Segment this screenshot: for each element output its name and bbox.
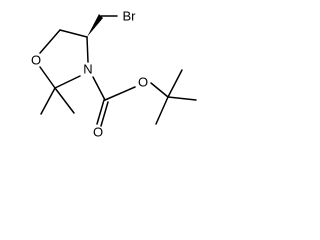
stereo-wedge-bond xyxy=(87,14,103,37)
atom-label-ring-nitrogen: N xyxy=(83,62,92,77)
bond-c5-o1 xyxy=(39,29,61,54)
bond-c2-methyl-b xyxy=(54,87,75,114)
atom-label-bromine: Br xyxy=(123,9,137,24)
bond-carbonyl-c-ester-o xyxy=(104,86,136,101)
chemical-structure: Br O N O O xyxy=(31,9,197,140)
bond-ester-o-tbu-c xyxy=(150,82,169,98)
bond-tbu-methyl-up xyxy=(167,69,183,98)
atom-labels: Br O N O O xyxy=(31,9,148,140)
bond-carbonyl-double-2 xyxy=(100,101,109,127)
bond-tbu-methyl-down xyxy=(155,96,169,125)
bond-n3-c4 xyxy=(86,36,89,63)
bond-c2-methyl-a xyxy=(40,87,56,115)
bond-tbu-methyl-right xyxy=(167,96,197,101)
bond-n3-carbonyl-c xyxy=(92,76,106,101)
bond-c5-c4 xyxy=(59,29,88,38)
bonds xyxy=(39,14,197,127)
bond-carbonyl-double-1 xyxy=(96,99,105,125)
atom-label-ester-oxygen: O xyxy=(138,75,148,90)
bond-c2-n3 xyxy=(54,75,81,89)
atom-label-carbonyl-oxygen: O xyxy=(93,125,103,140)
atom-label-ring-oxygen: O xyxy=(31,53,41,68)
bond-o1-c2 xyxy=(39,66,56,89)
